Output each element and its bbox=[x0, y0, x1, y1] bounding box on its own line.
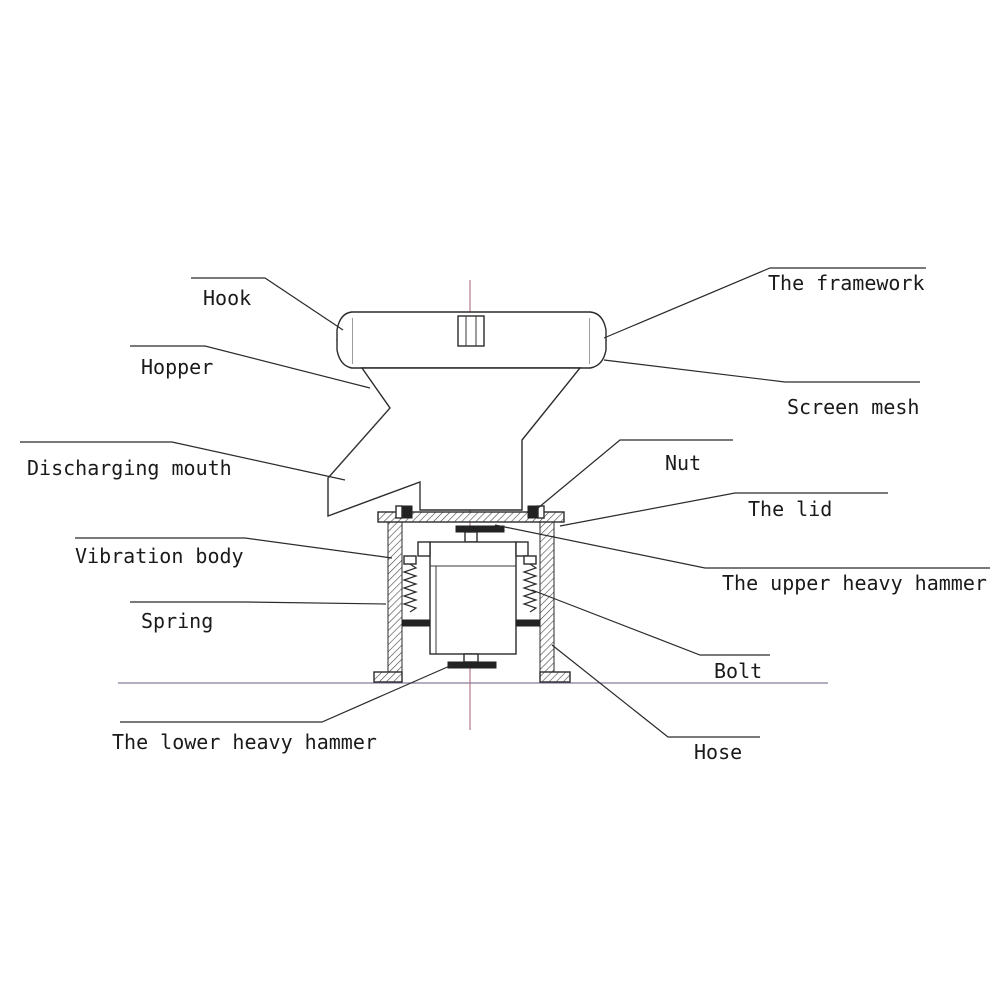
label-hook: Hook bbox=[203, 286, 251, 310]
right-spring bbox=[522, 555, 538, 613]
hopper-body bbox=[327, 367, 582, 518]
label-hose: Hose bbox=[694, 740, 742, 764]
right-mount-plate bbox=[515, 619, 541, 627]
lid-body bbox=[377, 505, 565, 523]
housing bbox=[373, 521, 571, 683]
framework-body bbox=[336, 311, 607, 369]
leader-lines bbox=[20, 267, 990, 738]
label-lower-heavy-hammer: The lower heavy hammer bbox=[112, 730, 377, 754]
label-spring: Spring bbox=[141, 609, 213, 633]
label-lid: The lid bbox=[748, 497, 832, 521]
label-screen-mesh: Screen mesh bbox=[787, 395, 919, 419]
left-mount-plate bbox=[401, 619, 431, 627]
motor-body bbox=[417, 541, 529, 655]
label-nut: Nut bbox=[665, 451, 701, 475]
label-upper-heavy-hammer: The upper heavy hammer bbox=[722, 571, 987, 595]
label-vibration-body: Vibration body bbox=[75, 544, 244, 568]
label-hopper: Hopper bbox=[141, 355, 213, 379]
label-discharging-mouth: Discharging mouth bbox=[27, 456, 232, 480]
lower-hammer bbox=[447, 653, 497, 669]
upper-hammer bbox=[455, 525, 505, 543]
label-framework: The framework bbox=[768, 271, 925, 295]
label-bolt: Bolt bbox=[714, 659, 762, 683]
left-spring bbox=[402, 555, 418, 613]
